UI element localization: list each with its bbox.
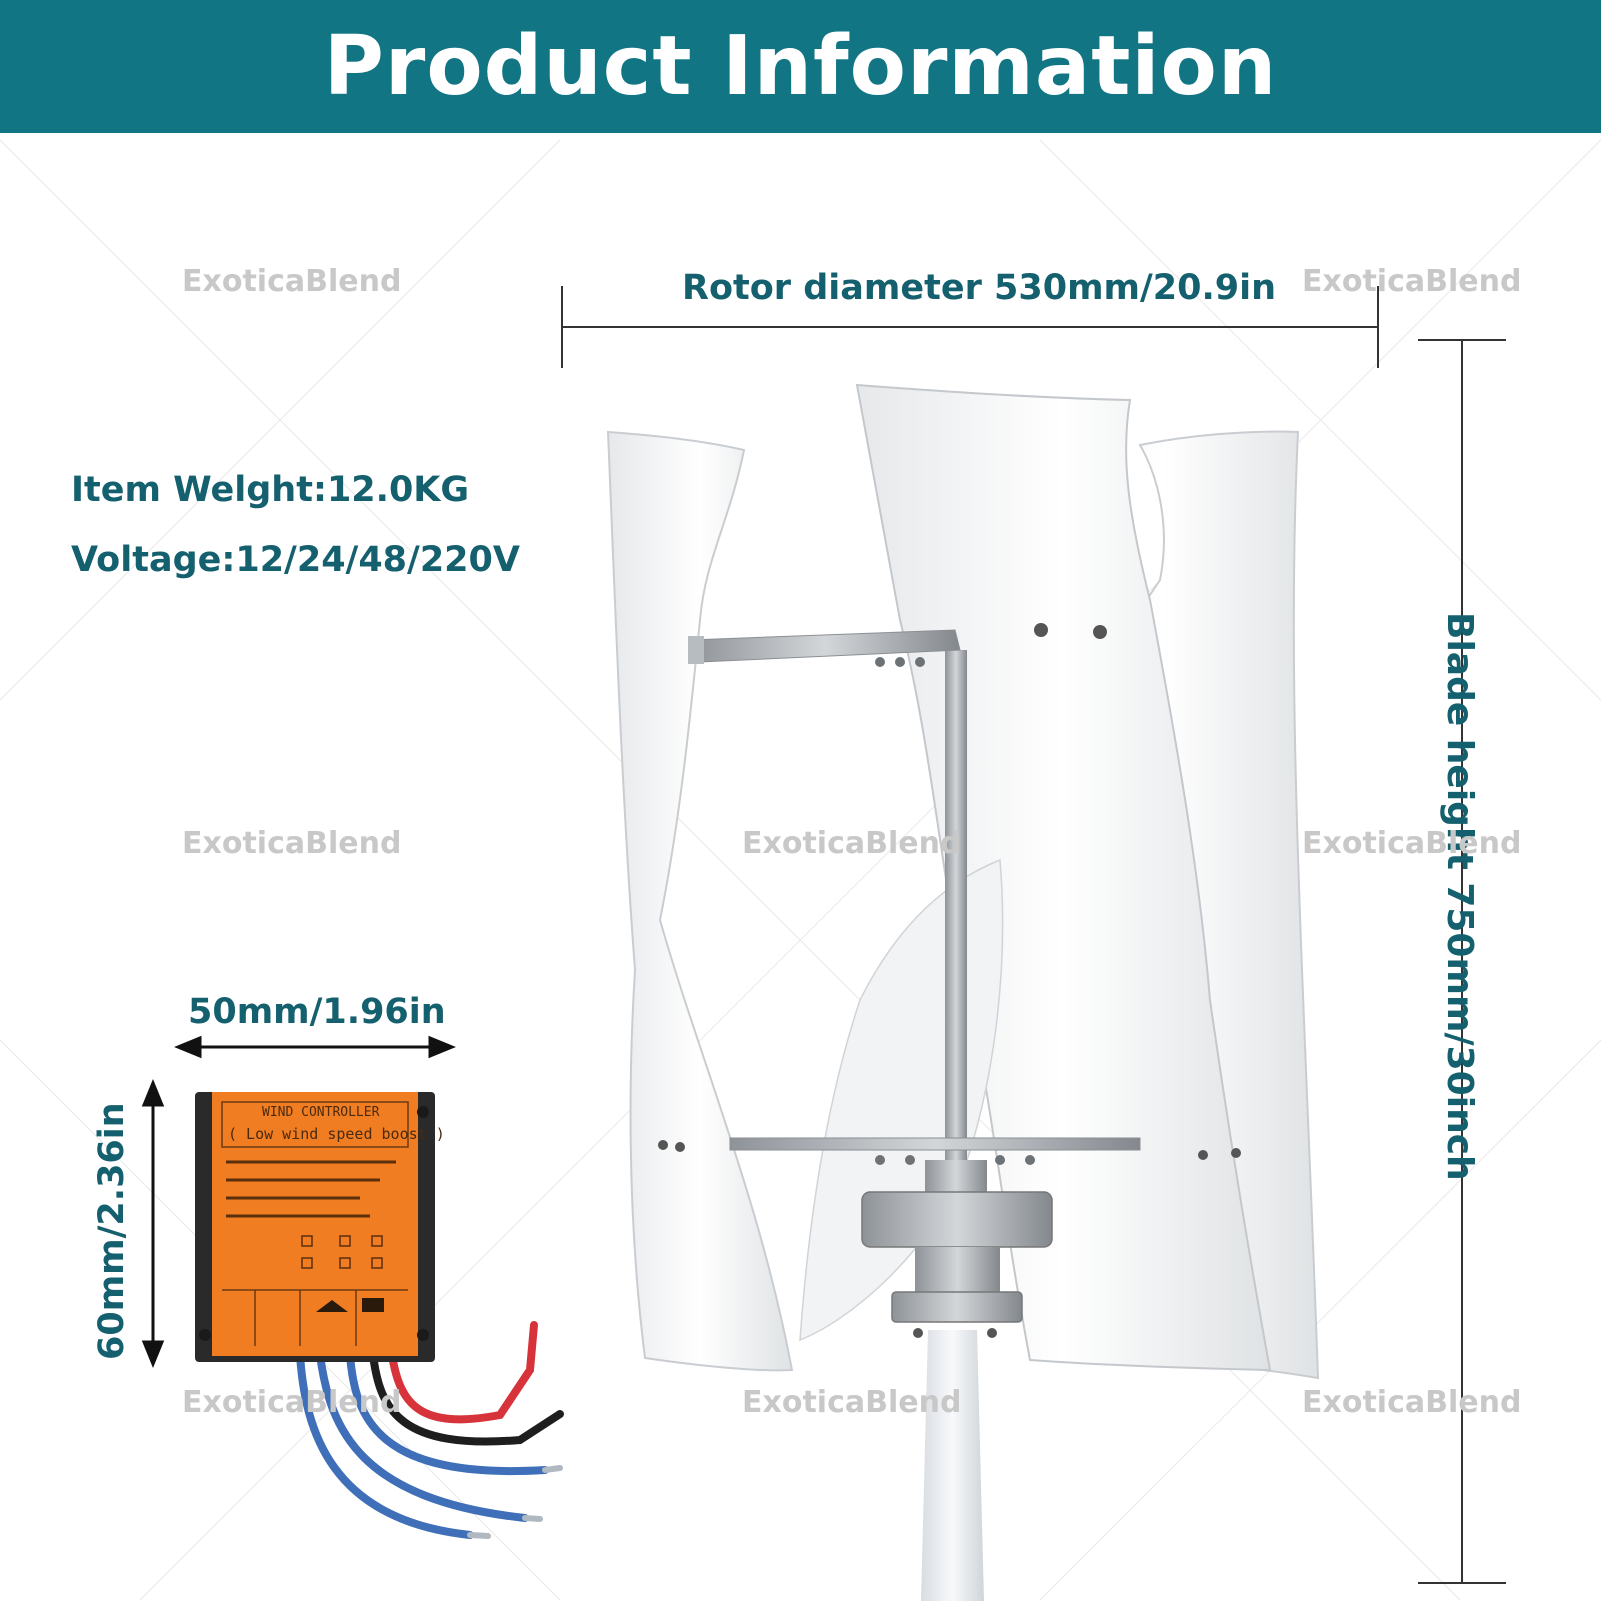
watermark-lines <box>0 139 1601 1601</box>
turbine-blade-left <box>606 430 794 1372</box>
header-banner <box>0 0 1601 133</box>
watermark-text: ExoticaBlend <box>742 1385 962 1420</box>
turbine-upper-arm <box>688 629 961 667</box>
controller-subtitle: ( Low wind speed boost ) <box>228 1125 445 1143</box>
turbine-shaft <box>945 650 967 1170</box>
watermark-text: ExoticaBlend <box>742 826 962 861</box>
watermark-text: ExoticaBlend <box>182 264 402 299</box>
voltage: Voltage:12/24/48/220V <box>71 540 520 580</box>
watermark-text: ExoticaBlend <box>1302 826 1522 861</box>
turbine-generator <box>861 1160 1053 1338</box>
controller-wires <box>296 1321 564 1539</box>
rotor-dimension-line <box>561 286 1379 368</box>
turbine-lower-arm <box>729 1137 1141 1165</box>
rotor-diameter-label: Rotor diameter 530mm/20.9in <box>682 268 1277 308</box>
item-weight: Item Welght:12.0KG <box>71 470 470 510</box>
controller-height-arrow <box>141 1079 165 1368</box>
controller-width-arrow <box>174 1035 456 1059</box>
blade-bolts <box>658 623 1241 1160</box>
turbine-pole <box>921 1330 984 1601</box>
turbine-blade-front <box>855 383 1272 1372</box>
controller-height-label: 60mm/2.36in <box>92 1102 132 1360</box>
blade-height-dimension-line <box>1418 339 1506 1584</box>
page-title: Product Information <box>323 19 1278 114</box>
controller-width-label: 50mm/1.96in <box>188 992 446 1032</box>
watermark-text: ExoticaBlend <box>182 826 402 861</box>
watermark-text: ExoticaBlend <box>182 1385 402 1420</box>
controller-title: WIND CONTROLLER <box>262 1105 380 1120</box>
watermark-text: ExoticaBlend <box>1302 1385 1522 1420</box>
blade-height-label: Blade height 750mm/30inch <box>1439 612 1480 1181</box>
watermark-text: ExoticaBlend <box>1302 264 1522 299</box>
wind-controller <box>195 1092 435 1362</box>
